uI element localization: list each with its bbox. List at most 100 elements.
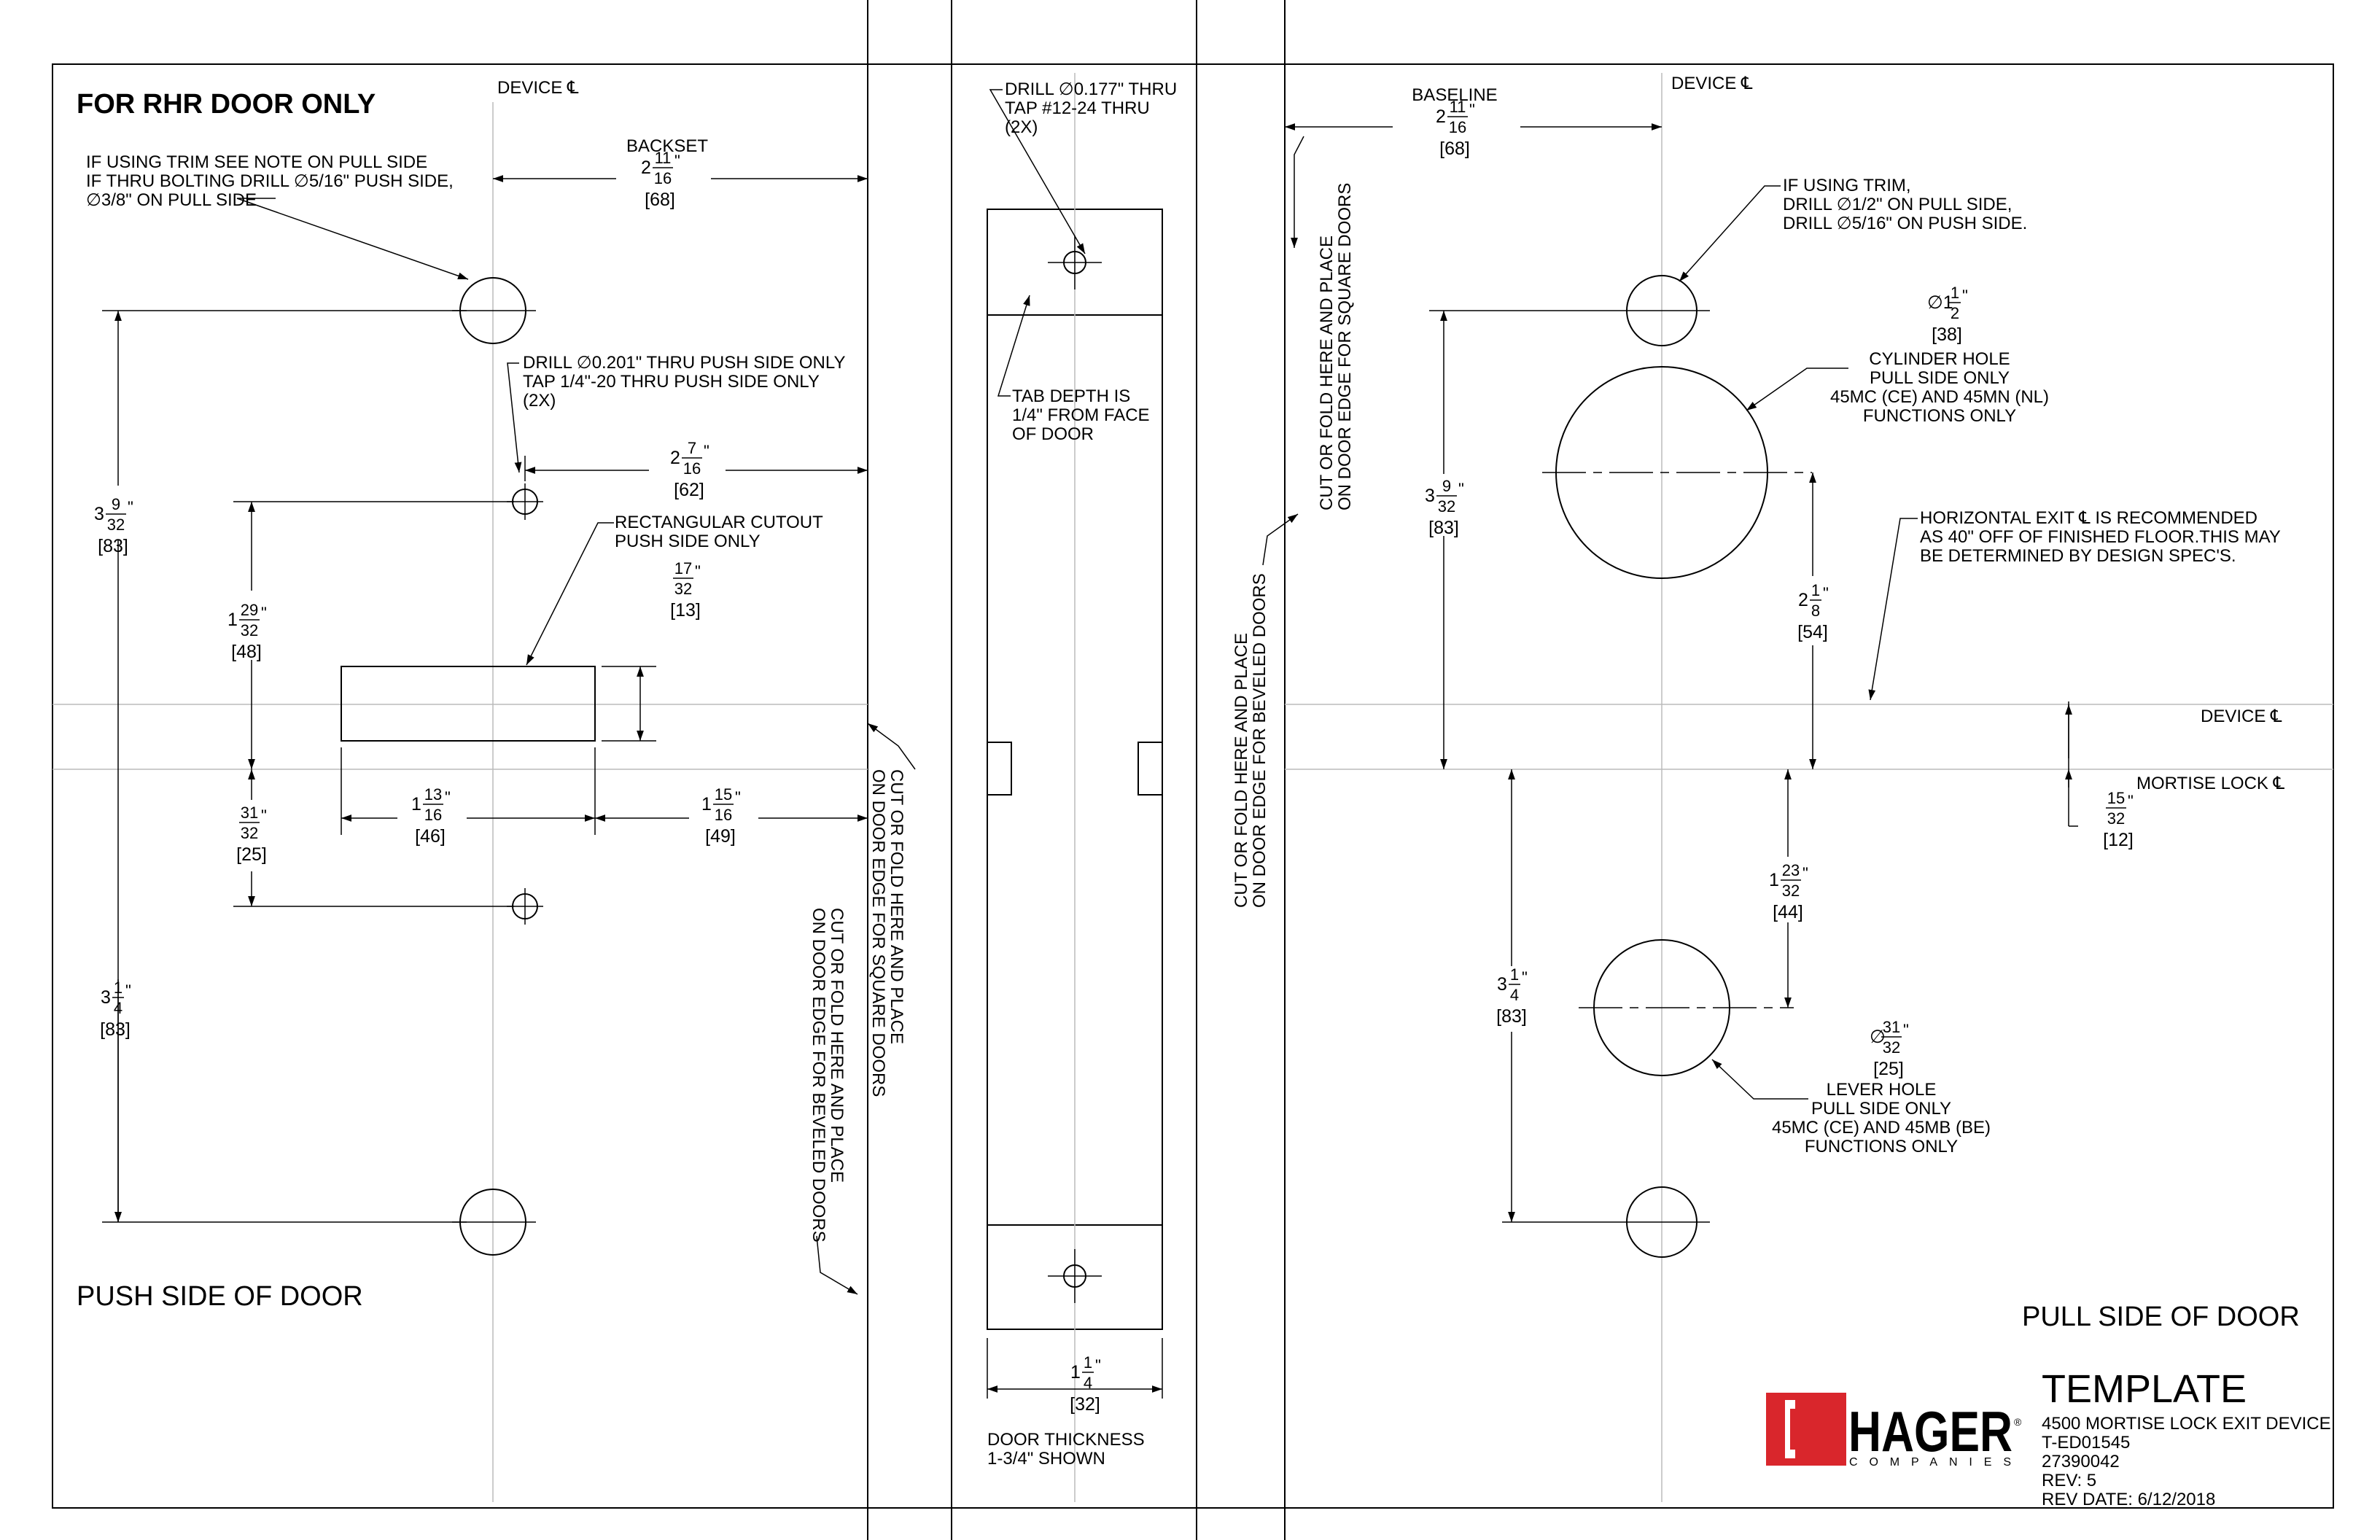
dim-millimeters: [83] — [100, 1019, 131, 1040]
note-line: AS 40" OFF OF FINISHED FLOOR.THIS MAY — [1920, 527, 2281, 547]
dim-millimeters: [12] — [2103, 830, 2134, 850]
dim-whole: 2 — [1436, 106, 1446, 127]
note-line: TAP 1/4"-20 THRU PUSH SIDE ONLY — [523, 372, 820, 392]
pull-side-label: PULL SIDE OF DOOR — [2022, 1302, 2300, 1332]
template-title: TEMPLATE — [2042, 1367, 2247, 1411]
dim-denominator: 32 — [107, 516, 125, 534]
title-block: HAGER ® COMPANIES TEMPLATE 4500 MORTISE … — [1766, 1367, 2331, 1509]
dim-whole: 2 — [670, 448, 680, 468]
inch-mark: " — [2128, 792, 2134, 810]
push-side-panel: FOR RHR DOOR ONLY PUSH SIDE OF DOOR DEVI… — [52, 78, 916, 1502]
dim-whole: 2 — [641, 158, 651, 178]
dim-numerator: 9 — [112, 495, 120, 513]
dim-whole: 2 — [1798, 590, 1808, 610]
dim-numerator: 31 — [1883, 1018, 1900, 1036]
inch-mark: " — [695, 562, 701, 580]
dim-millimeters: [25] — [1873, 1059, 1904, 1079]
tab-right — [1138, 742, 1163, 796]
dim-whole: 1 — [701, 794, 712, 814]
dim-millimeters: [62] — [674, 480, 704, 500]
dim-38: ∅112"[38] — [1927, 284, 1968, 345]
svg-text:ON DOOR EDGE FOR BEVELED DOORS: ON DOOR EDGE FOR BEVELED DOORS — [809, 908, 828, 1242]
cut-note-square-pull: CUT OR FOLD HERE AND PLACE ON DOOR EDGE … — [1317, 183, 1355, 510]
inch-mark: " — [1903, 1021, 1909, 1039]
inch-mark: " — [261, 806, 267, 825]
inch-mark: " — [1095, 1356, 1101, 1374]
dim-denominator: 16 — [683, 459, 701, 478]
device-cl-horizontal-label: DEVICE ℄ — [2201, 707, 2282, 726]
dim-numerator: 1 — [1510, 965, 1519, 984]
inch-mark: " — [674, 152, 680, 170]
logo-sub: COMPANIES — [1849, 1456, 2011, 1469]
dim-numerator: 9 — [1442, 477, 1451, 495]
inch-mark: " — [1823, 584, 1829, 602]
dim-whole: 3 — [94, 504, 104, 524]
dim-numerator: 11 — [655, 149, 672, 167]
note-line: (2X) — [523, 391, 556, 411]
note-line: DRILL ∅1/2" ON PULL SIDE, — [1783, 195, 2012, 214]
svg-text:CUT OR FOLD HERE AND PLACE: CUT OR FOLD HERE AND PLACE — [827, 908, 847, 1183]
dim-25-pull: ∅31 32" [25] — [1870, 1018, 1909, 1079]
device-cl-label-pull: DEVICE ℄ — [1671, 74, 1753, 93]
cut-note-square-push: CUT OR FOLD HERE AND PLACE ON DOOR EDGE … — [868, 769, 906, 1097]
dim-numerator: 31 — [241, 804, 258, 822]
note-line: PULL SIDE ONLY — [1870, 368, 2010, 388]
dim-denominator: 32 — [674, 580, 692, 598]
dim-numerator: 1 — [114, 979, 122, 997]
cut-note-bevel-push: CUT OR FOLD HERE AND PLACE ON DOOR EDGE … — [809, 908, 847, 1242]
inch-mark: " — [128, 498, 133, 516]
dim-whole: 3 — [1425, 486, 1435, 506]
note-line: FUNCTIONS ONLY — [1805, 1137, 1958, 1156]
revision-date: REV DATE: 6/12/2018 — [2042, 1490, 2215, 1509]
note-line: TAB DEPTH IS — [1012, 386, 1130, 406]
note-line: DRILL ∅0.177" THRU — [1005, 79, 1177, 99]
dim-denominator: 2 — [1951, 304, 1959, 322]
dim-whole: 1 — [1070, 1362, 1081, 1382]
revision: REV: 5 — [2042, 1471, 2096, 1490]
tab-left — [987, 742, 1012, 796]
sheet-border — [52, 63, 2334, 1509]
svg-text:ON DOOR EDGE FOR SQUARE DOORS: ON DOOR EDGE FOR SQUARE DOORS — [868, 769, 888, 1097]
product-name: 4500 MORTISE LOCK EXIT DEVICE — [2042, 1414, 2331, 1434]
hager-logo: HAGER ® COMPANIES — [1766, 1393, 2022, 1469]
rhr-header: FOR RHR DOOR ONLY — [77, 89, 376, 120]
note-line: LEVER HOLE — [1827, 1080, 1937, 1100]
pull-side-panel: DEVICE ℄ DEVICE ℄ MORTISE LOCK ℄ PULL SI… — [1232, 73, 2333, 1502]
dim-millimeters: [54] — [1797, 622, 1828, 642]
dim-millimeters: [83] — [1496, 1006, 1527, 1027]
note-line: PULL SIDE ONLY — [1811, 1099, 1951, 1119]
note-line: IF USING TRIM SEE NOTE ON PULL SIDE — [86, 152, 427, 172]
note-line: IF USING TRIM, — [1783, 176, 1911, 195]
dim-denominator: 4 — [114, 999, 122, 1017]
inch-mark: " — [261, 604, 267, 622]
dim-millimeters: [49] — [705, 826, 736, 847]
inch-mark: " — [704, 442, 709, 460]
dim-denominator: 4 — [1510, 986, 1519, 1004]
dim-denominator: 32 — [1883, 1038, 1900, 1057]
svg-text:ON DOOR EDGE FOR BEVELED DOORS: ON DOOR EDGE FOR BEVELED DOORS — [1250, 573, 1269, 908]
note-line: TAP #12-24 THRU — [1005, 98, 1150, 118]
dim-numerator: 23 — [1782, 861, 1800, 879]
svg-text:ON DOOR EDGE FOR SQUARE DOORS: ON DOOR EDGE FOR SQUARE DOORS — [1335, 183, 1355, 510]
svg-text:CUT OR FOLD HERE AND PLACE: CUT OR FOLD HERE AND PLACE — [887, 769, 906, 1044]
note-line: FUNCTIONS ONLY — [1863, 406, 2016, 426]
dim-denominator: 32 — [241, 621, 258, 639]
dim-numerator: 15 — [2107, 789, 2125, 807]
rectangular-cutout — [341, 666, 596, 742]
note-line: DRILL ∅5/16" ON PUSH SIDE. — [1783, 214, 2027, 233]
dim-whole: ∅ — [1870, 1027, 1886, 1047]
dim-millimeters: [25] — [236, 844, 267, 865]
dim-numerator: 1 — [1084, 1353, 1092, 1372]
